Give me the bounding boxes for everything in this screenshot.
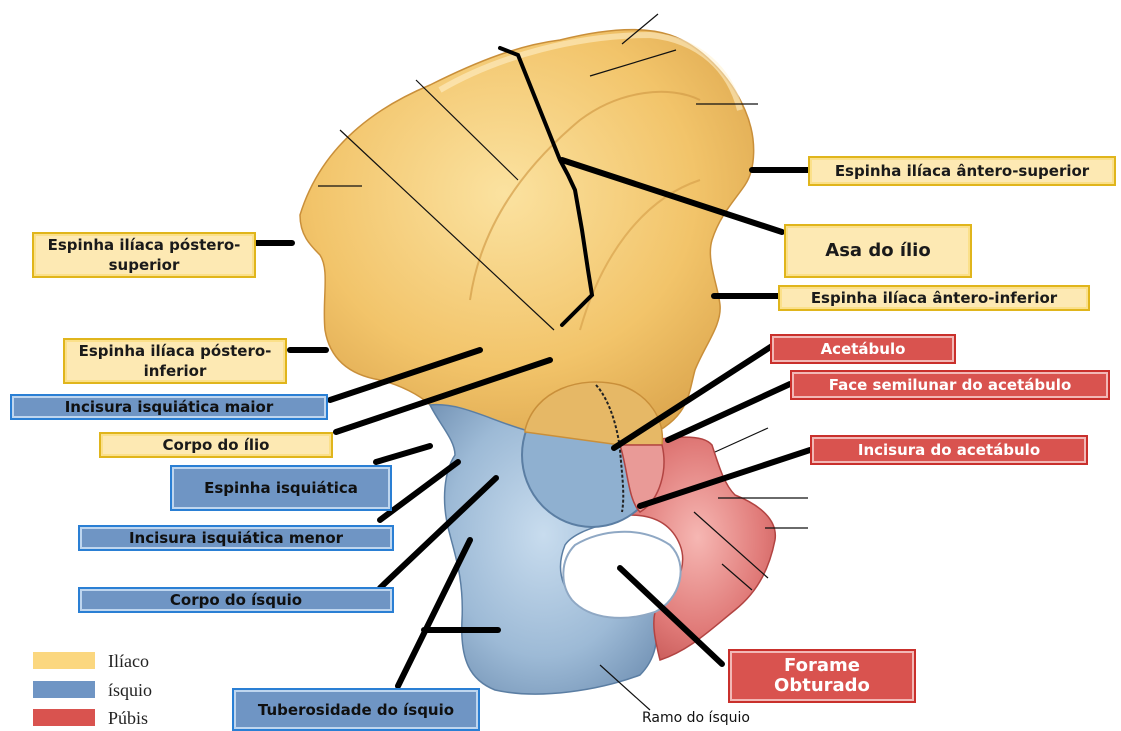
label-incisura-isquiatica-menor: Incisura isquiática menor xyxy=(78,525,394,551)
label-espinha-isquiatica: Espinha isquiática xyxy=(170,465,392,511)
label-tuberosidade-do-isquio: Tuberosidade do ísquio xyxy=(232,688,480,731)
ilium-bone xyxy=(300,30,754,440)
label-espinha-antero-inferior: Espinha ilíaca ântero-inferior xyxy=(778,285,1090,311)
label-incisura-isquiatica-maior: Incisura isquiática maior xyxy=(10,394,328,420)
label-espinha-postero-inferior: Espinha ilíaca póstero-inferior xyxy=(63,338,287,384)
legend-label-iliaco: Ilíaco xyxy=(108,651,149,671)
label-espinha-antero-superior: Espinha ilíaca ântero-superior xyxy=(808,156,1116,186)
label-corpo-do-isquio: Corpo do ísquio xyxy=(78,587,394,613)
legend-label-pubis: Púbis xyxy=(108,708,148,728)
label-corpo-do-ilio: Corpo do ílio xyxy=(99,432,333,458)
label-forame-obturado: Forame Obturado xyxy=(728,649,916,703)
legend-swatch-pubis xyxy=(33,709,95,726)
legend-label-isquio: ísquio xyxy=(108,680,152,700)
label-espinha-postero-superior: Espinha ilíaca póstero-superior xyxy=(32,232,256,278)
label-face-semilunar: Face semilunar do acetábulo xyxy=(790,370,1110,400)
label-acetabulo: Acetábulo xyxy=(770,334,956,364)
legend-swatch-iliaco xyxy=(33,652,95,669)
legend-swatch-isquio xyxy=(33,681,95,698)
label-incisura-do-acetabulo: Incisura do acetábulo xyxy=(810,435,1088,465)
label-asa-do-ilio: Asa do ílio xyxy=(784,224,972,278)
label-ramo-do-isquio: Ramo do ísquio xyxy=(642,710,750,726)
